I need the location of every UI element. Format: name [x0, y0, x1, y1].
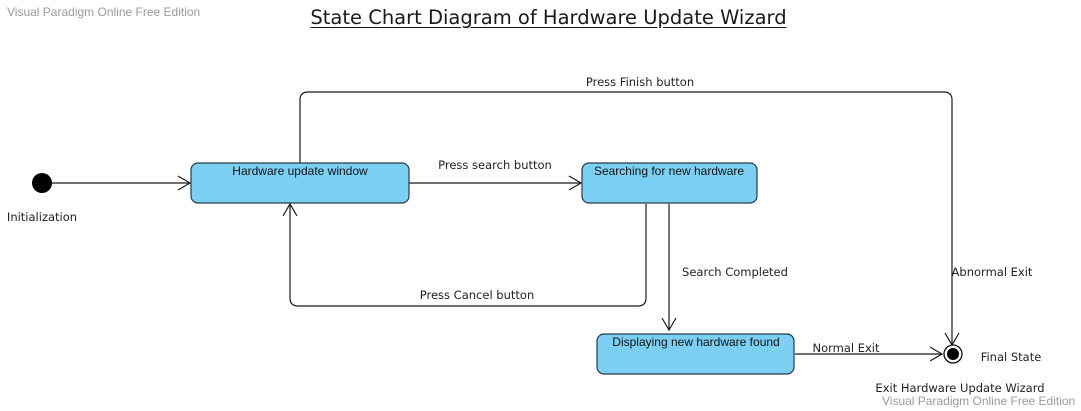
arrowhead-searching [568, 175, 583, 191]
final-state-inner [947, 348, 959, 360]
label-abnormal-exit: Abnormal Exit [952, 265, 1033, 279]
state-hardware-update-window [190, 162, 410, 204]
state-searching [581, 162, 758, 204]
diagram-title: State Chart Diagram of Hardware Update W… [310, 6, 787, 29]
state-label-hardware-update-window: Hardware update window [232, 164, 368, 178]
transition-press-cancel [289, 204, 647, 307]
state-displaying [596, 333, 795, 375]
label-press-finish: Press Finish button [586, 75, 694, 89]
label-initialization: Initialization [7, 210, 77, 224]
arrowhead-displaying [661, 317, 677, 332]
label-normal-exit: Normal Exit [812, 341, 880, 355]
state-label-displaying: Displaying new hardware found [612, 335, 779, 349]
initial-state-node [32, 173, 52, 193]
watermark-bottom: Visual Paradigm Online Free Edition [882, 394, 1076, 408]
state-label-searching: Searching for new hardware [594, 164, 744, 178]
label-search-completed: Search Completed [682, 265, 788, 279]
arrowhead-window [177, 175, 192, 191]
label-exit-hardware-update-wizard: Exit Hardware Update Wizard [875, 381, 1044, 395]
label-press-cancel: Press Cancel button [420, 288, 534, 302]
label-press-search: Press search button [438, 158, 552, 172]
arrowhead-window-cancel [282, 202, 298, 217]
watermark-top: Visual Paradigm Online Free Edition [7, 5, 201, 19]
label-final-state: Final State [981, 350, 1042, 364]
transition-press-finish [299, 91, 953, 345]
arrowhead-final-normal [929, 346, 944, 362]
